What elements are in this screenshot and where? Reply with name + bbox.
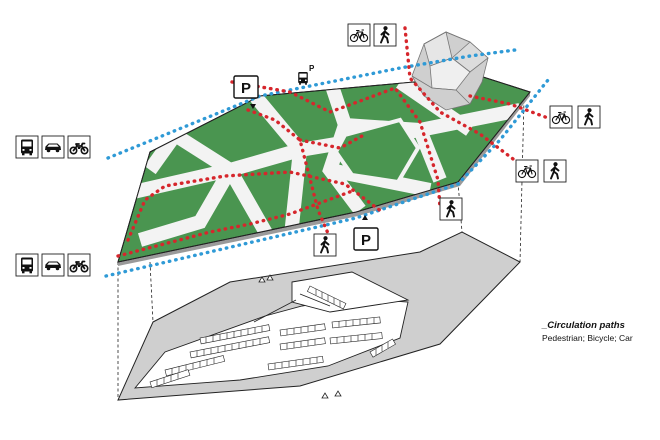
bus-parking-label: P — [309, 64, 315, 73]
pedestrian-path-red — [403, 26, 527, 170]
pedestrian-path-red — [298, 134, 364, 150]
entry-triangle — [266, 274, 274, 281]
building — [411, 31, 489, 111]
icon-pedestrian-bottom — [313, 233, 337, 257]
pedestrian-path-red — [126, 170, 384, 242]
pedestrian-path-red — [116, 188, 357, 258]
bus-parking-sign: P — [298, 64, 315, 85]
circulation-paths — [104, 26, 550, 278]
icon-pedestrian-right — [439, 197, 463, 221]
entry-triangle — [334, 390, 342, 397]
icon-group-top — [347, 23, 397, 47]
park-plate — [117, 31, 531, 266]
icon-group-right-lower — [515, 159, 567, 183]
legend-title: _Circulation paths — [542, 320, 625, 331]
access-markers: P P P — [15, 23, 601, 277]
stall-row — [149, 369, 191, 389]
entry-triangle — [258, 276, 266, 283]
legend-subtitle: Pedestrian; Bicycle; Car — [542, 333, 633, 343]
pedestrian-path-red — [230, 80, 442, 210]
walkway — [137, 166, 237, 247]
stall-row — [267, 356, 324, 371]
stall-row — [164, 355, 226, 377]
parking-base-plan — [117, 231, 521, 401]
parking-sign-label: P — [241, 80, 251, 97]
bus-icon — [21, 139, 33, 156]
entry-triangle — [321, 392, 329, 399]
bus-icon — [21, 257, 33, 274]
car-path-blue-upper — [106, 48, 517, 160]
entry-markers — [258, 274, 342, 399]
icon-group-left-upper — [15, 135, 91, 159]
stall-row — [331, 316, 381, 329]
icon-group-left-lower — [15, 253, 91, 277]
stall-row — [306, 285, 347, 310]
stall-row — [369, 338, 396, 358]
parking-sign-upper: P — [233, 75, 259, 99]
projection-lines — [117, 99, 525, 400]
ramp-line — [299, 293, 331, 307]
bus-icon — [298, 72, 308, 85]
stall-row — [279, 337, 326, 351]
entry-arrow — [250, 104, 256, 109]
ramp-line — [253, 299, 297, 323]
legend: _Circulation paths Pedestrian; Bicycle; … — [542, 320, 654, 344]
icon-group-right-upper — [549, 105, 601, 129]
stall-row — [189, 336, 271, 359]
parking-sign-lower: P — [353, 227, 379, 251]
pedestrian-path-red — [468, 94, 550, 120]
park-plate-outline — [117, 75, 531, 263]
stall-row — [199, 324, 271, 345]
parking-rows — [149, 285, 396, 389]
car-path-blue-lower — [104, 78, 550, 278]
pedestrian-path-red — [246, 108, 332, 240]
stall-row — [329, 332, 383, 345]
white-plaza — [333, 117, 421, 185]
stall-row — [279, 323, 326, 337]
entry-arrow — [362, 215, 368, 220]
parking-sign-label: P — [361, 232, 371, 249]
